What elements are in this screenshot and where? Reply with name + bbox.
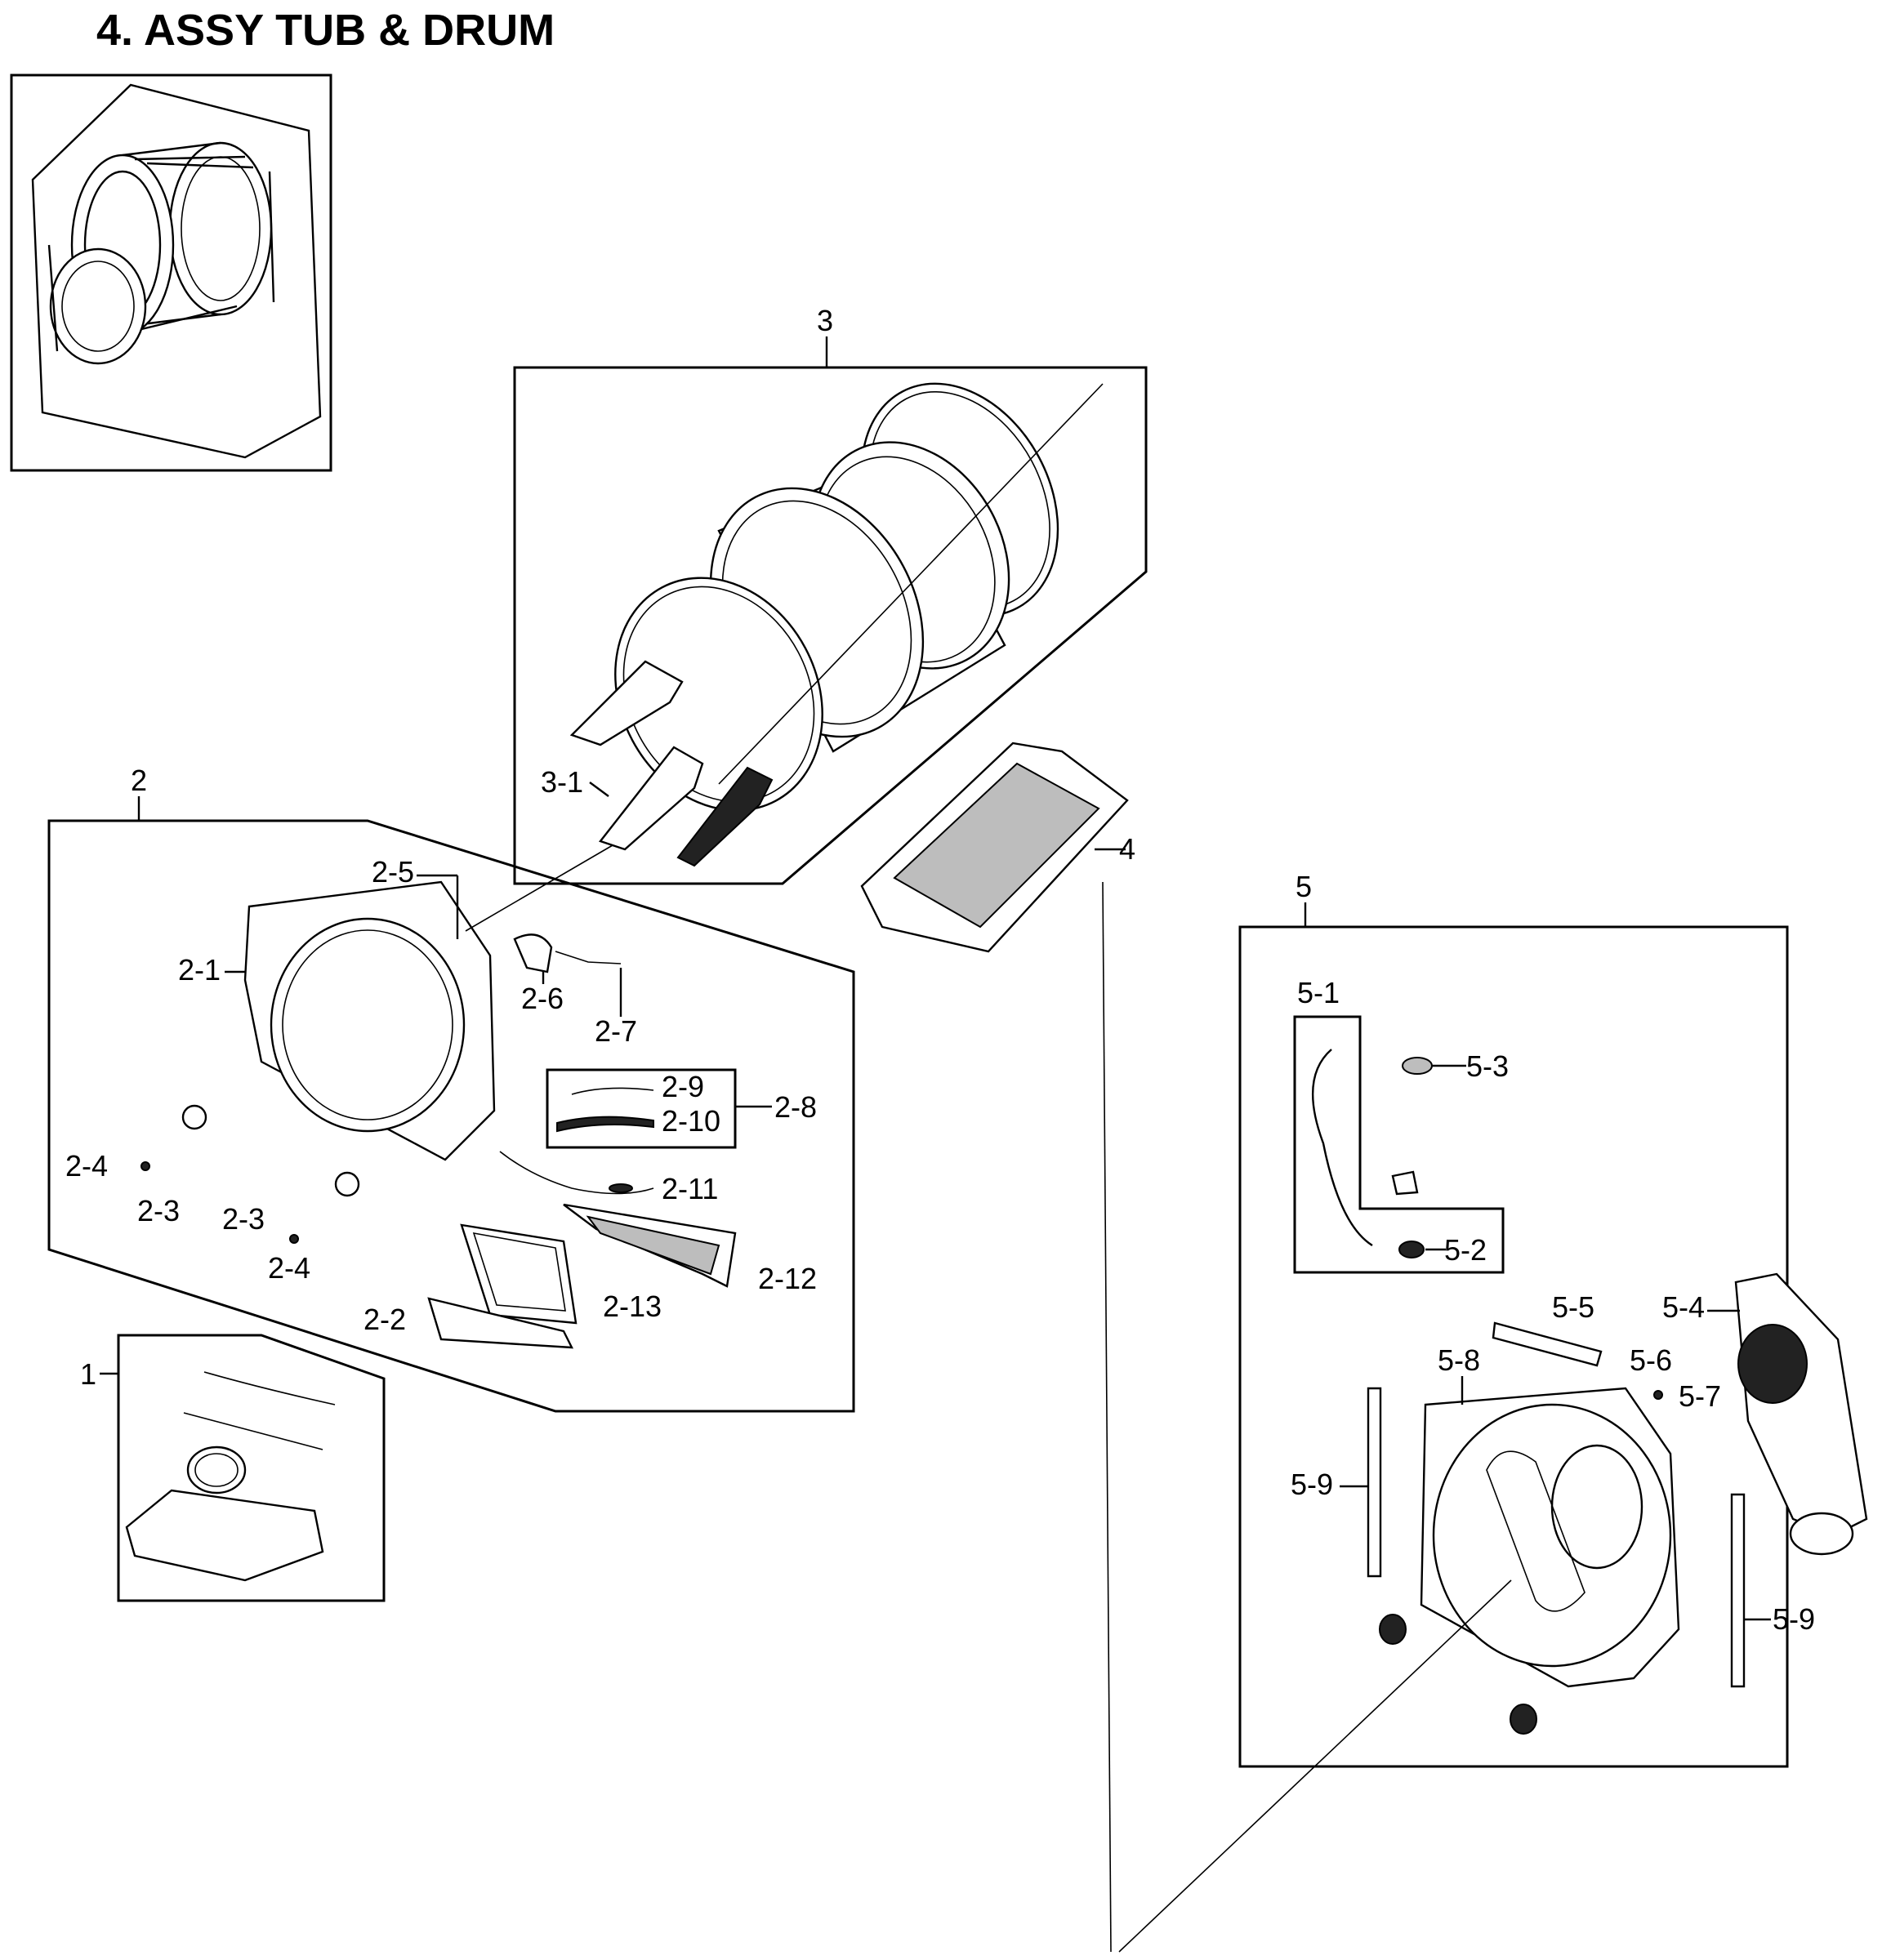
callout-5-9-right: 5-9 (1773, 1602, 1815, 1636)
callout-2-10: 2-10 (662, 1104, 720, 1138)
subgroup-2-8-frame (546, 1068, 737, 1149)
callout-5-7: 5-7 (1679, 1379, 1721, 1413)
tub-front-opening (270, 917, 466, 1133)
callout-3: 3 (817, 304, 833, 337)
part-2-13 (460, 1223, 578, 1325)
lifter-top (569, 660, 684, 746)
group-2-frame (47, 819, 855, 1413)
part-2-6 (513, 933, 553, 973)
part-2-2 (427, 1297, 574, 1349)
lifter-middle (599, 746, 704, 851)
overview-panel (10, 74, 332, 472)
callout-2-3-right: 2-3 (222, 1202, 265, 1236)
part-5-5 (1492, 1321, 1603, 1367)
callout-2-5: 2-5 (372, 855, 414, 889)
callout-4: 4 (1119, 832, 1135, 866)
callout-2-1: 2-1 (178, 953, 221, 987)
callout-5-5: 5-5 (1552, 1290, 1594, 1324)
callout-2-3-left: 2-3 (137, 1194, 180, 1227)
page-title: 4. ASSY TUB & DRUM (96, 6, 555, 55)
part-4-filter: 4 (860, 742, 1135, 953)
group-1: 1 (80, 1334, 386, 1602)
callout-1: 1 (80, 1357, 96, 1391)
part-5-2 (1391, 1170, 1419, 1196)
callout-5-9-left: 5-9 (1291, 1468, 1333, 1501)
overview-outline (31, 83, 322, 459)
overview-frame (10, 74, 332, 472)
callout-5-8: 5-8 (1438, 1343, 1480, 1377)
callout-2-4-right: 2-4 (268, 1251, 310, 1285)
callout-2-2: 2-2 (363, 1303, 406, 1336)
callout-5-1: 5-1 (1297, 976, 1340, 1009)
filter-mesh (893, 762, 1100, 929)
callout-2-6: 2-6 (521, 982, 564, 1015)
callout-2-11: 2-11 (662, 1172, 718, 1205)
callout-5-6: 5-6 (1630, 1343, 1672, 1377)
part-5-9-right (1730, 1493, 1746, 1688)
overview-assembly-image (47, 141, 275, 365)
callout-5-3: 5-3 (1466, 1049, 1509, 1083)
callout-2: 2 (131, 764, 147, 797)
leader-line-diagonal (1118, 1579, 1512, 1953)
leader-line (1102, 881, 1112, 1953)
group-1-frame (117, 1334, 386, 1602)
part-5-3 (1402, 1057, 1433, 1075)
callout-5-2: 5-2 (1444, 1233, 1487, 1267)
group-5-rear-tub: 5 5-1 5-3 5-2 5-5 5-4 5-8 5-6 5-7 (1238, 870, 1868, 1768)
part-5-4 (1734, 1272, 1868, 1537)
lifter-bottom (676, 766, 774, 867)
group-2-front-tub: 2 2-5 2-1 2-6 2-7 (47, 764, 855, 1413)
callout-2-7: 2-7 (595, 1014, 637, 1048)
callout-3-1: 3-1 (541, 765, 583, 799)
callout-2-4-left: 2-4 (65, 1149, 108, 1183)
part-5-9-left (1367, 1387, 1382, 1578)
callout-2-13: 2-13 (603, 1290, 662, 1323)
callout-2-12: 2-12 (758, 1262, 817, 1295)
group-1-duct (125, 1489, 324, 1582)
callout-2-9: 2-9 (662, 1070, 704, 1103)
group-3-drum: 3 3-1 (513, 304, 1148, 885)
callout-5-4: 5-4 (1662, 1290, 1705, 1324)
group-3-frame (513, 366, 1148, 885)
subgroup-5-1-frame (1293, 1015, 1505, 1274)
duct-mesh (1737, 1324, 1808, 1404)
callout-2-8: 2-8 (774, 1090, 817, 1124)
callout-5: 5 (1296, 870, 1312, 903)
front-drum-ring (614, 577, 823, 812)
